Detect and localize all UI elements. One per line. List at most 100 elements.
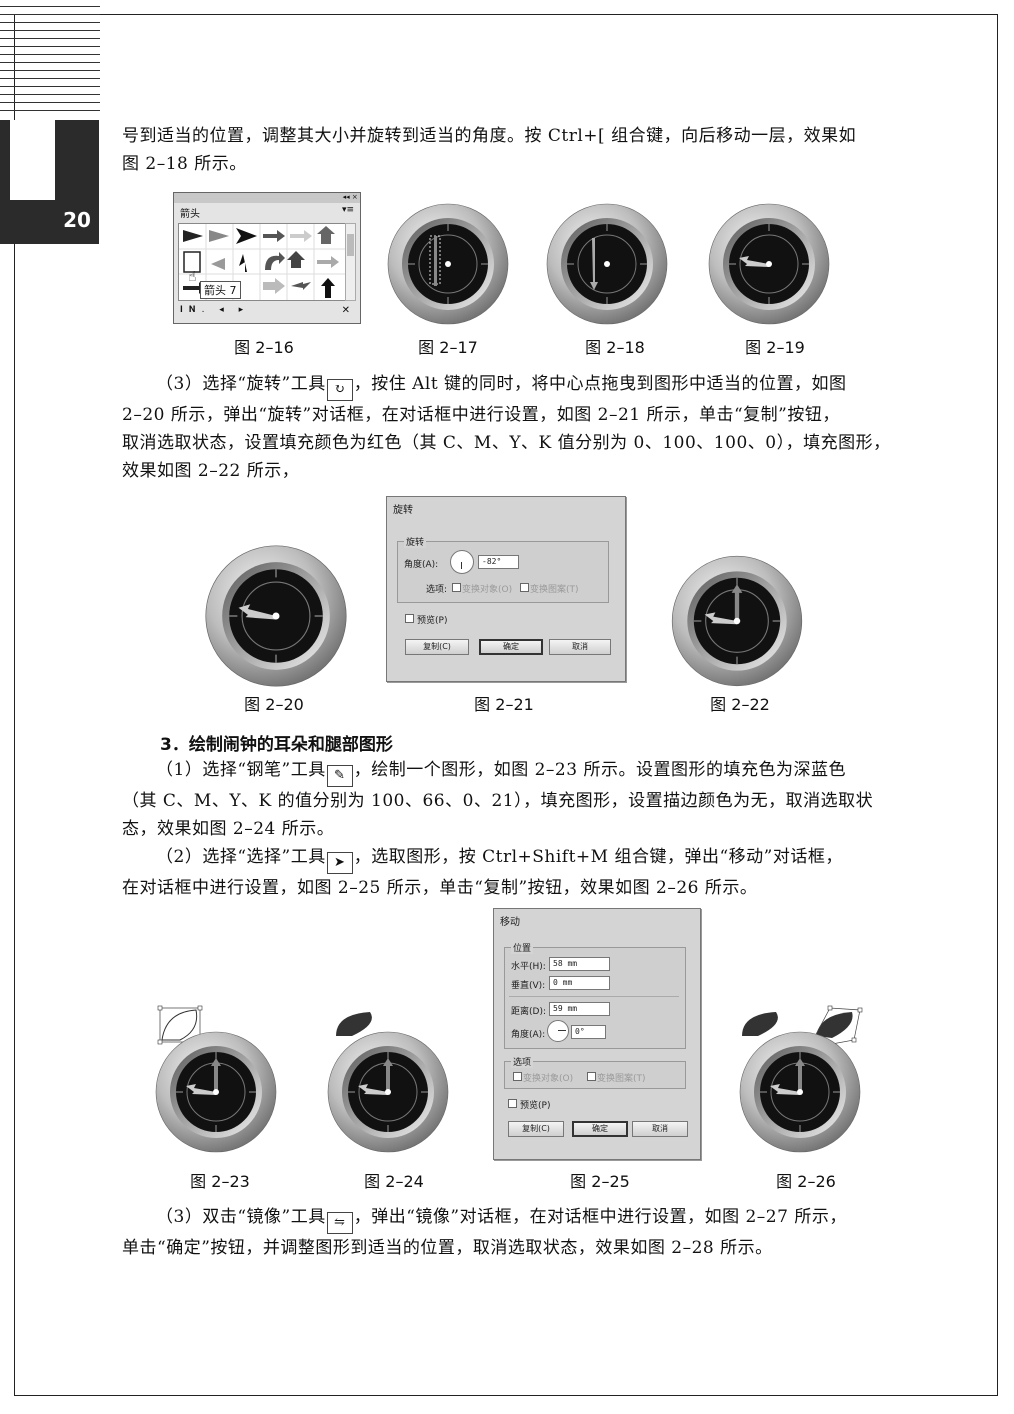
preview-label: 预览(P): [520, 1101, 551, 1111]
hand-cursor-icon: ☝: [188, 269, 197, 285]
options-group: 选项 变换对象(O) 变换图案(T): [504, 1055, 686, 1089]
selection-tool-icon: ➤: [326, 852, 353, 874]
rotate-group-label: 旋转: [404, 535, 427, 548]
rotate-group: 旋转 角度(A): -82° 选项: 变换对象(O) 变换图案(T): [397, 535, 609, 603]
panel-footer-icons[interactable]: 𝐈𝐍. ◂ ▸: [180, 305, 250, 315]
position-group: 位置 水平(H): 58 mm 垂直(V): 0 mm 距离(D): 59 mm…: [504, 941, 686, 1049]
page-frame: [14, 14, 998, 1396]
options-label: 选项:: [426, 585, 448, 595]
symbol-scrollbar[interactable]: [345, 223, 356, 301]
angle-dial[interactable]: [547, 1020, 569, 1042]
horizontal-input[interactable]: 58 mm: [549, 957, 610, 971]
text-span: （3）双击“镜像”工具: [156, 1207, 326, 1227]
divider: [509, 996, 679, 997]
section-heading: 3．绘制闹钟的耳朵和腿部图形: [160, 735, 393, 755]
caption-fig-2-24: 图 2–24: [364, 1172, 424, 1191]
copy-button[interactable]: 复制(C): [508, 1121, 564, 1137]
caption-fig-2-25: 图 2–25: [570, 1172, 630, 1191]
ok-button[interactable]: 确定: [572, 1121, 628, 1137]
angle-input[interactable]: -82°: [478, 555, 519, 569]
vertical-input[interactable]: 0 mm: [549, 976, 610, 990]
position-group-label: 位置: [511, 941, 534, 954]
transform-patterns-label: 变换图案(T): [530, 585, 579, 595]
clock-figure-2-23: [155, 1005, 277, 1153]
transform-objects-checkbox[interactable]: [513, 1072, 522, 1081]
text-line: 号到适当的位置，调整其大小并旋转到适当的角度。按 Ctrl+[ 组合键，向后移动…: [122, 126, 857, 146]
text-line: 2–20 所示，弹出“旋转”对话框，在对话框中进行设置，如图 2–21 所示，单…: [122, 405, 840, 425]
caption-fig-2-17: 图 2–17: [418, 338, 478, 357]
paragraph-1: 号到适当的位置，调整其大小并旋转到适当的角度。按 Ctrl+[ 组合键，向后移动…: [122, 122, 902, 178]
transform-patterns-checkbox[interactable]: [587, 1072, 596, 1081]
distance-input[interactable]: 59 mm: [549, 1002, 610, 1016]
cancel-button[interactable]: 取消: [549, 639, 611, 655]
options-group-label: 选项: [511, 1055, 534, 1068]
text-span: （1）选择“钢笔”工具: [156, 760, 326, 780]
reflect-tool-icon: ⇋: [326, 1212, 353, 1234]
text-span: ，选取图形，按 Ctrl+Shift+M 组合键，弹出“移动”对话框，: [353, 847, 843, 867]
text-line: 效果如图 2–22 所示，: [122, 461, 300, 481]
caption-fig-2-16: 图 2–16: [234, 338, 294, 357]
text-span: ，弹出“镜像”对话框，在对话框中进行设置，如图 2–27 所示，: [353, 1207, 847, 1227]
clock-figure-2-22: [671, 555, 803, 687]
paragraph-2: （3）选择“旋转”工具↻，按住 Alt 键的同时，将中心点拖曳到图形中适当的位置…: [122, 370, 902, 485]
text-line: 图 2–18 所示。: [122, 154, 247, 174]
text-span: （2）选择“选择”工具: [156, 847, 326, 867]
text-span: ，按住 Alt 键的同时，将中心点拖曳到图形中适当的位置，如图: [353, 374, 847, 394]
rotate-tool-icon: ↻: [326, 379, 353, 401]
horizontal-label: 水平(H):: [511, 962, 546, 972]
caption-fig-2-21: 图 2–21: [474, 695, 534, 714]
rotate-dialog-title: 旋转: [393, 505, 413, 516]
panel-topbar: ◂◂ ×: [174, 193, 360, 203]
angle-label: 角度(A):: [511, 1030, 546, 1040]
clock-figure-2-24: [327, 1012, 449, 1153]
symbol-tooltip: 箭头 7: [200, 281, 241, 299]
panel-menu-icon[interactable]: ▾≡: [341, 205, 354, 215]
break-link-icon[interactable]: ✕: [341, 305, 350, 316]
clock-figure-2-20: [205, 545, 347, 687]
clock-figure-2-17: [387, 203, 509, 325]
angle-input[interactable]: 0°: [571, 1025, 606, 1039]
clock-figure-2-19: [708, 203, 830, 325]
caption-fig-2-22: 图 2–22: [710, 695, 770, 714]
caption-fig-2-18: 图 2–18: [585, 338, 645, 357]
text-line: 取消选取状态，设置填充颜色为红色（其 C、M、Y、K 值分别为 0、100、10…: [122, 433, 891, 453]
preview-checkbox[interactable]: [405, 614, 414, 623]
cancel-button[interactable]: 取消: [632, 1121, 688, 1137]
text-line: （其 C、M、Y、K 的值分别为 100、66、0、21），填充图形，设置描边颜…: [122, 791, 874, 811]
angle-label: 角度(A):: [404, 560, 439, 570]
symbol-panel: ◂◂ × 箭头 ▾≡ 箭头: [173, 192, 361, 324]
text-line: 单击“确定”按钮，并调整图形到适当的位置，取消选取状态，效果如图 2–28 所示…: [122, 1238, 773, 1258]
vertical-label: 垂直(V):: [511, 981, 546, 991]
transform-patterns-checkbox[interactable]: [520, 583, 529, 592]
distance-label: 距离(D):: [511, 1007, 546, 1017]
move-dialog-title: 移动: [500, 917, 520, 928]
transform-objects-checkbox[interactable]: [452, 583, 461, 592]
pen-tool-icon: ✎: [326, 765, 353, 787]
header-notch: [10, 120, 55, 200]
text-span: （3）选择“旋转”工具: [156, 374, 326, 394]
angle-dial[interactable]: [450, 550, 474, 574]
rotate-dialog: 旋转 旋转 角度(A): -82° 选项: 变换对象(O) 变换图案(T) 预览…: [386, 496, 626, 682]
paragraph-5: （3）双击“镜像”工具⇋，弹出“镜像”对话框，在对话框中进行设置，如图 2–27…: [122, 1203, 902, 1262]
header-stripes: [0, 0, 100, 120]
preview-label: 预览(P): [417, 616, 448, 626]
page-number: 20: [63, 208, 91, 232]
move-dialog: 移动 位置 水平(H): 58 mm 垂直(V): 0 mm 距离(D): 59…: [493, 908, 701, 1160]
transform-patterns-label: 变换图案(T): [597, 1074, 646, 1084]
caption-fig-2-26: 图 2–26: [776, 1172, 836, 1191]
caption-fig-2-23: 图 2–23: [190, 1172, 250, 1191]
caption-fig-2-20: 图 2–20: [244, 695, 304, 714]
panel-tab-label: 箭头: [180, 209, 200, 220]
text-line: 态，效果如图 2–24 所示。: [122, 819, 335, 839]
clock-figure-2-18: [546, 203, 668, 325]
ok-button[interactable]: 确定: [479, 639, 543, 655]
transform-objects-label: 变换对象(O): [462, 585, 513, 595]
preview-checkbox[interactable]: [508, 1099, 517, 1108]
paragraph-3: （1）选择“钢笔”工具✎，绘制一个图形，如图 2–23 所示。设置图形的填充色为…: [122, 756, 902, 902]
text-span: ，绘制一个图形，如图 2–23 所示。设置图形的填充色为深蓝色: [353, 760, 846, 780]
caption-fig-2-19: 图 2–19: [745, 338, 805, 357]
copy-button[interactable]: 复制(C): [405, 639, 469, 655]
clock-figure-2-26: [739, 1005, 863, 1153]
transform-objects-label: 变换对象(O): [523, 1074, 574, 1084]
text-line: 在对话框中进行设置，如图 2–25 所示，单击“复制”按钮，效果如图 2–26 …: [122, 878, 758, 898]
